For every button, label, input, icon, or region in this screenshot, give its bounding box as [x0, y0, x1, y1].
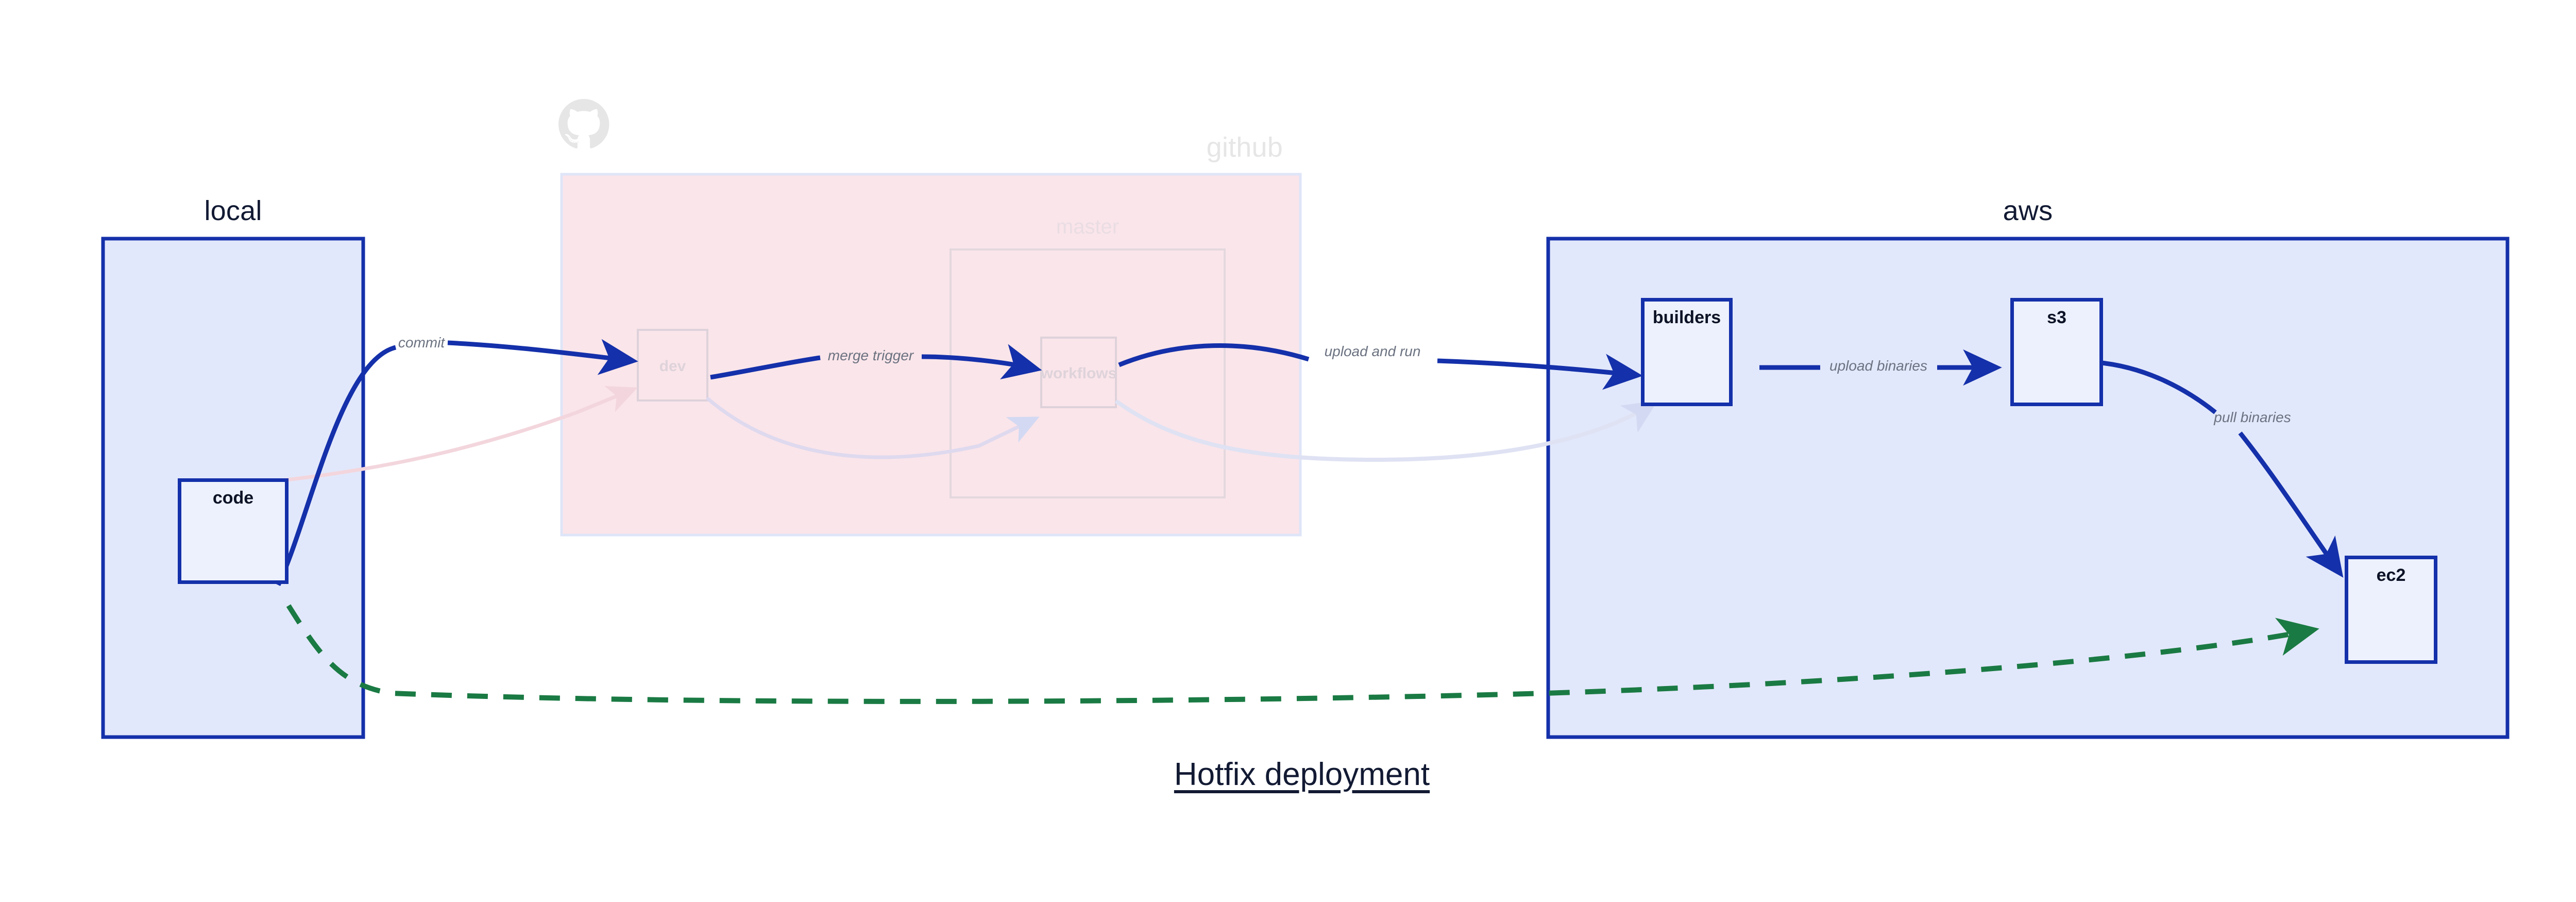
edge-merge-trigger-b [921, 344, 1042, 379]
edge-ghost-code-dev [267, 386, 638, 484]
node-ec2[interactable]: ec2 [2345, 556, 2437, 664]
edge-label-merge-trigger: merge trigger [827, 347, 914, 363]
edge-label-pull-binaries: pull binaries [2214, 409, 2291, 425]
ghost-node-label-dev: dev [659, 358, 686, 375]
edge-upload-and-run-a [1118, 343, 1310, 368]
node-label-s3: s3 [2047, 308, 2066, 327]
ghost-node-label-master: master [1056, 215, 1120, 238]
edge-label-commit: commit [398, 335, 445, 350]
node-s3[interactable]: s3 [2010, 298, 2103, 406]
github-octocat-icon [558, 99, 609, 149]
node-label-builders: builders [1652, 308, 1721, 327]
edge-label-upload-binaries: upload binaries [1829, 358, 1927, 374]
edge-pull-binaries-b [2238, 431, 2344, 578]
diagram-caption: Hotfix deployment [1174, 757, 1430, 792]
ghost-node-master [950, 248, 1226, 498]
edge-commit-b [447, 339, 638, 375]
node-label-code: code [212, 488, 254, 508]
node-code[interactable]: code [178, 478, 289, 584]
edge-ghost-workflows-builders [1114, 399, 1658, 462]
edge-label-upload-and-run: upload and run [1324, 343, 1421, 359]
zone-label-local: local [204, 195, 262, 226]
edge-ghost-dev-workflows [705, 396, 1040, 459]
zone-label-github: github [1206, 132, 1283, 163]
node-builders[interactable]: builders [1641, 298, 1733, 406]
edge-pull-binaries-a [2096, 360, 2217, 414]
edge-hotfix-direct [286, 604, 2319, 704]
edge-upload-and-run-b [1437, 354, 1643, 390]
ghost-node-label-workflows: workflows [1041, 365, 1117, 382]
edge-merge-trigger-a [710, 355, 821, 380]
zone-label-aws: aws [2003, 195, 2053, 226]
edge-commit-a [276, 345, 397, 586]
node-label-ec2: ec2 [2376, 565, 2406, 585]
